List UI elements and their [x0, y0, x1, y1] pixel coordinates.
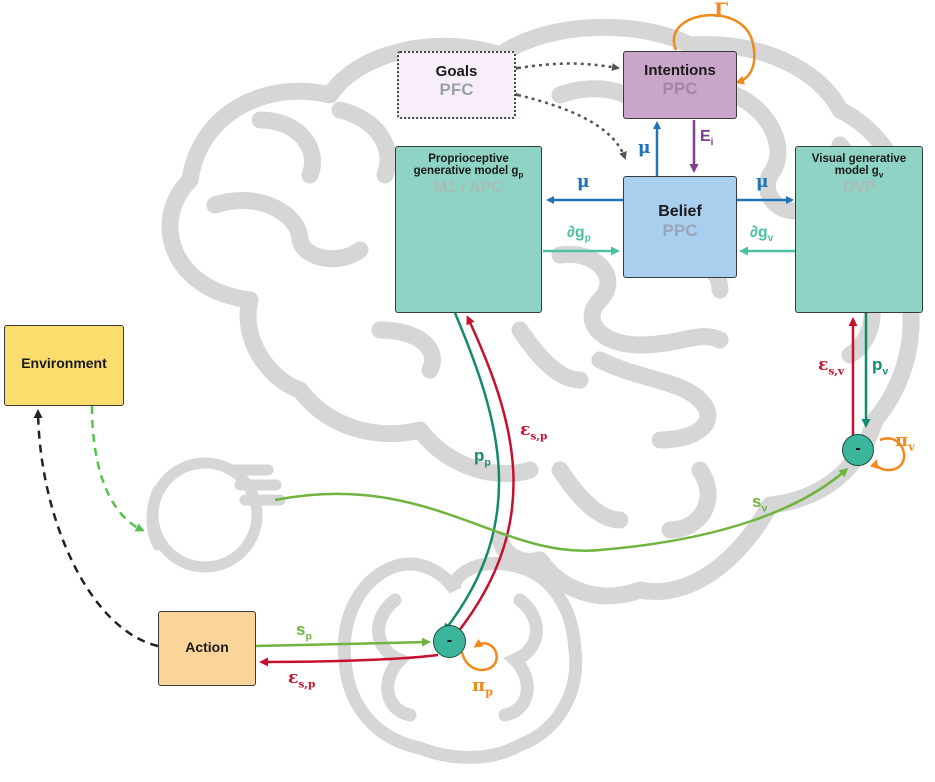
dgv-label: ∂gv — [750, 224, 774, 245]
proprio-title-line1: Proprioceptive — [428, 153, 509, 165]
pip-label: πp — [472, 675, 493, 699]
belief-node[interactable]: Belief PPC — [623, 176, 737, 278]
action-title: Action — [185, 639, 229, 655]
e-intentions-label: Ei — [700, 128, 714, 149]
goals-intentions-arrow — [511, 62, 620, 73]
piv-loop-arrow — [869, 437, 906, 472]
env-eye-arrow — [90, 405, 145, 532]
goals-belief-arrow — [511, 89, 627, 160]
visual-comparator[interactable]: - — [842, 434, 874, 466]
belief-region: PPC — [662, 221, 698, 240]
visual-model-node[interactable]: Visual generative model gv DVP — [795, 146, 923, 313]
epssp-action-arrow — [259, 653, 439, 667]
intentions-region: PPC — [662, 79, 698, 98]
intentions-title: Intentions — [644, 62, 716, 79]
pv-label: pv — [872, 355, 889, 378]
mu-proprio-label: μ — [577, 172, 590, 192]
sv-arrow — [274, 468, 849, 553]
eye-outline — [146, 457, 286, 573]
proprio-comparator[interactable]: - — [433, 625, 466, 658]
action-node[interactable]: Action — [158, 611, 256, 686]
visual-title-line2: model gv — [834, 165, 884, 180]
proprio-title-line2: generative model gp — [413, 165, 524, 180]
sp-arrow — [255, 637, 431, 648]
dgp-label: ∂gp — [567, 224, 591, 245]
mu-intentions-label: μ — [638, 138, 651, 158]
spinal-cord-outline — [337, 556, 583, 764]
environment-title: Environment — [21, 355, 107, 371]
visual-title-line1: Visual generative — [811, 153, 907, 165]
visual-region: DVP — [842, 179, 876, 197]
visual-comparator-symbol: - — [855, 440, 861, 457]
action-env-arrow — [33, 409, 159, 648]
epssv-label: εs,v — [818, 355, 845, 378]
environment-node[interactable]: Environment — [4, 325, 124, 406]
piv-label: πv — [895, 430, 915, 454]
intentions-node[interactable]: Intentions PPC — [623, 51, 737, 119]
proprio-region: M1 / APC — [434, 179, 503, 197]
pip-loop-arrow — [460, 638, 498, 671]
belief-title: Belief — [658, 203, 702, 220]
goals-node[interactable]: Goals PFC — [397, 51, 516, 119]
proprioceptive-model-node[interactable]: Proprioceptive generative model gp M1 / … — [395, 146, 542, 313]
sp-label: sp — [296, 620, 312, 643]
sv-label: sv — [752, 492, 768, 515]
pp-arrow — [443, 312, 501, 633]
epssp-upper-label: εs,p — [520, 420, 548, 443]
epssp-action-label: εs,p — [288, 668, 316, 691]
pp-label: pp — [474, 446, 491, 469]
goals-region: PFC — [439, 80, 474, 99]
proprio-comparator-symbol: - — [446, 632, 453, 649]
mu-visual-label: μ — [756, 172, 769, 192]
goals-title: Goals — [435, 63, 478, 80]
gamma-label: Γ — [714, 0, 729, 22]
gamma-loop-arrow — [672, 14, 756, 85]
epssp-up-arrow — [457, 315, 515, 633]
